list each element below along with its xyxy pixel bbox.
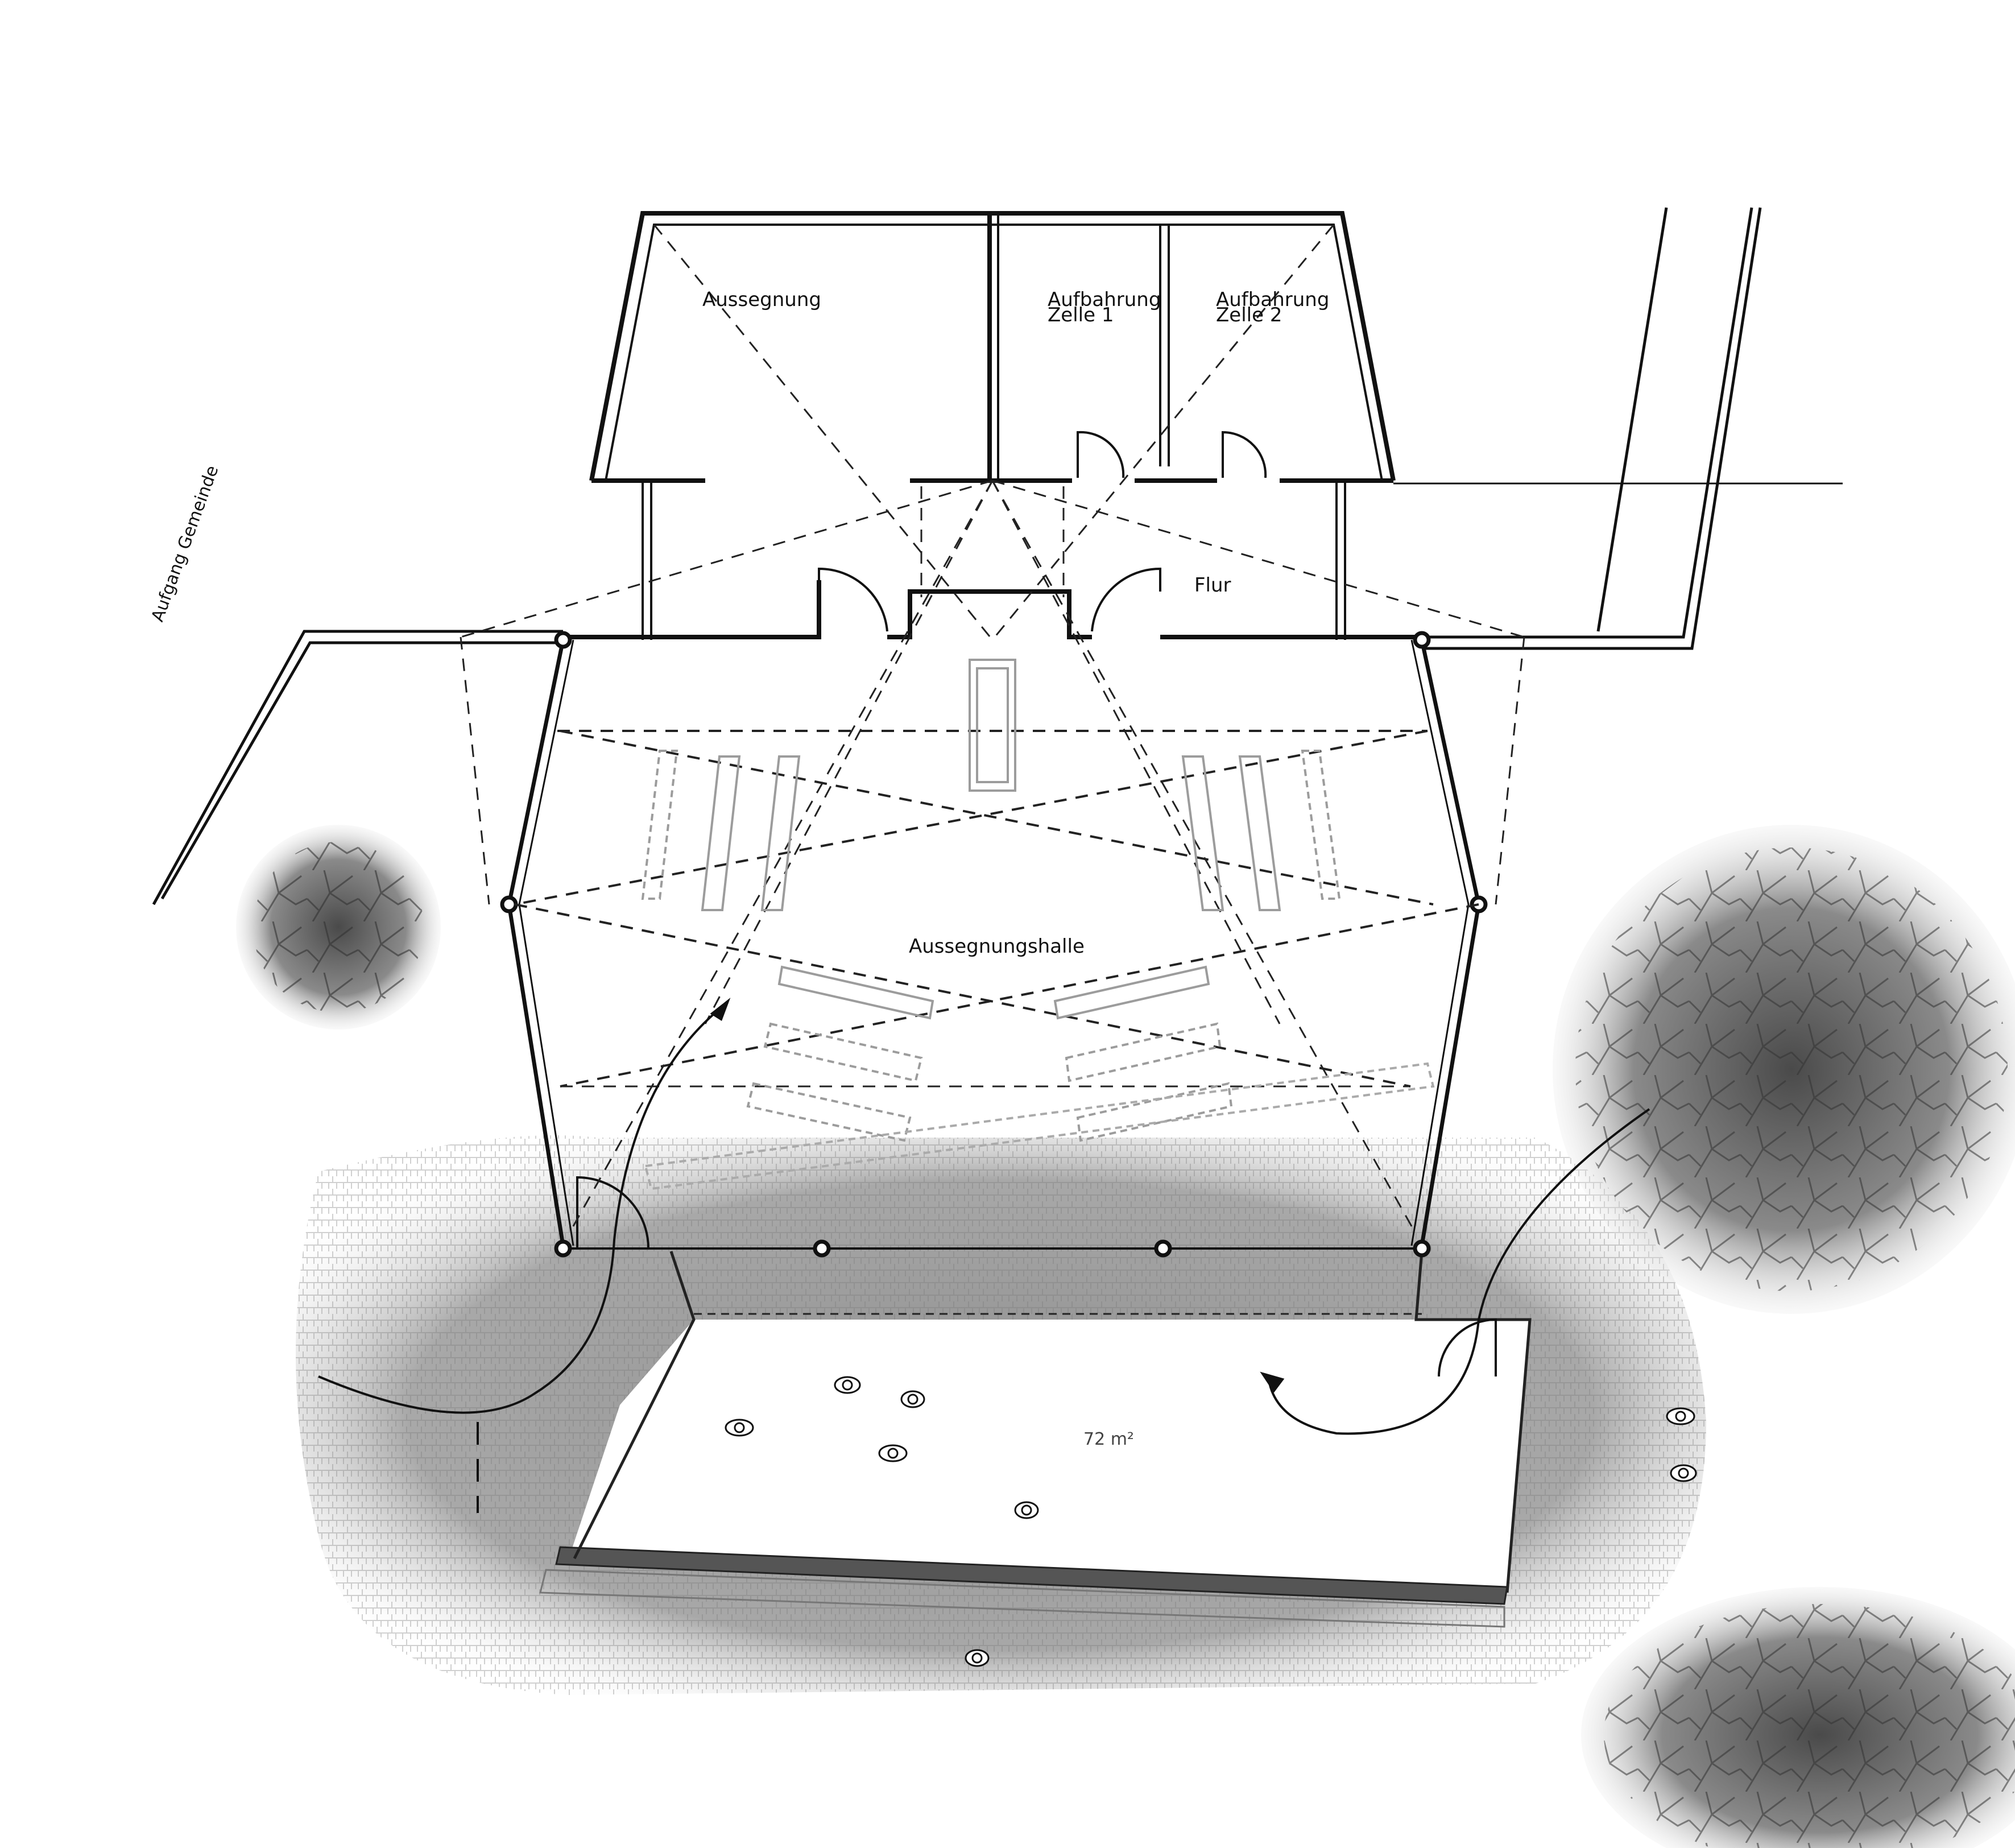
room-label-aussegnung: Aussegnung (702, 288, 821, 311)
person-icon (878, 1444, 908, 1462)
hall-furniture (641, 659, 1435, 1190)
people-figures (725, 1376, 1697, 1667)
courtyard-walls (573, 1251, 1532, 1593)
upper-building (563, 211, 1422, 640)
site-lines (152, 207, 1843, 906)
courtyard-area-label: 72 m² (1083, 1429, 1134, 1449)
tree-bottom-right (1581, 1587, 2015, 1848)
dashed-guidelines (460, 224, 1525, 1235)
tree-right-large (1553, 825, 2015, 1314)
person-icon (965, 1649, 990, 1667)
room-label-aufbahrung-1-line2: Zelle 1 (1048, 304, 1114, 326)
room-label-flur: Flur (1194, 574, 1231, 597)
person-icon (725, 1419, 754, 1437)
room-label-aufbahrung-1-line1: Aufbahrung (1048, 288, 1161, 311)
person-icon (900, 1390, 925, 1408)
person-icon (834, 1376, 861, 1394)
door-swings (576, 431, 1497, 1377)
movement-arrows (318, 998, 1650, 1513)
room-label-aufbahrung-2-line2: Zelle 2 (1216, 304, 1282, 326)
person-icon (1014, 1501, 1039, 1519)
person-icon (1670, 1464, 1697, 1482)
tree-left (236, 825, 441, 1030)
side-label-aufgang: Aufgang Gemeinde (148, 463, 223, 625)
person-icon (1666, 1407, 1695, 1425)
room-label-aufbahrung-2-line1: Aufbahrung (1216, 288, 1329, 311)
courtyard-floor (539, 1320, 1530, 1628)
room-label-aussegnungshalle: Aussegnungshalle (909, 935, 1085, 958)
